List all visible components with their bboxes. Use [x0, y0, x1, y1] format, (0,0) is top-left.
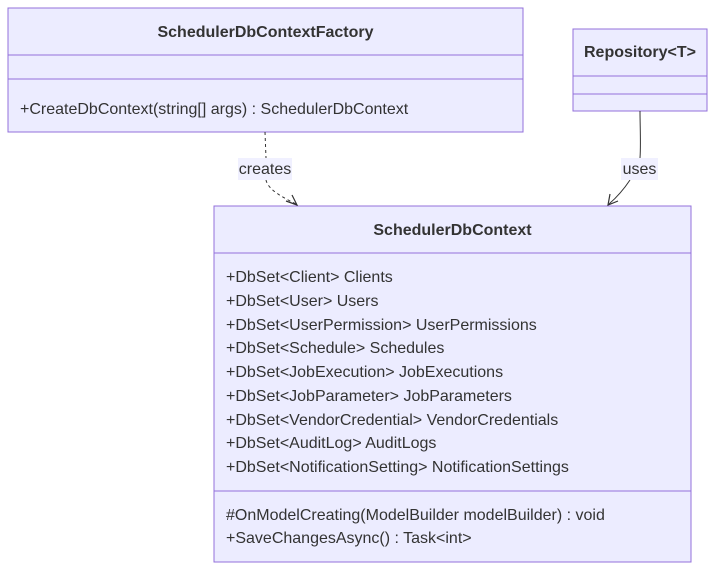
- relation-creates-line-lower: [265, 179, 297, 205]
- class-title: SchedulerDbContext: [373, 222, 532, 239]
- class-attribute: +DbSet<Client> Clients: [226, 269, 393, 286]
- class-attribute: +DbSet<Schedule> Schedules: [226, 340, 444, 357]
- class-method: #OnModelCreating(ModelBuilder modelBuild…: [226, 507, 605, 524]
- relation-uses-arrowhead: [607, 193, 619, 206]
- class-attribute: +DbSet<JobParameter> JobParameters: [226, 388, 512, 405]
- relation-uses-label-bg: [621, 158, 658, 180]
- relation-creates-arrowhead: [285, 194, 299, 207]
- class-box: [572, 28, 708, 112]
- relation-creates-label: creates: [239, 161, 291, 178]
- class-title: Repository<T>: [584, 44, 696, 61]
- class-schedulerdbcontext[interactable]: SchedulerDbContext +DbSet<Client> Client…: [213, 205, 692, 563]
- relation-uses: uses: [607, 110, 658, 206]
- relation-creates: creates: [238, 131, 299, 207]
- class-method: +CreateDbContext(string[] args) : Schedu…: [20, 101, 409, 118]
- relation-creates-line-upper: [264, 131, 267, 159]
- relation-uses-line-lower: [608, 179, 631, 205]
- class-attribute: +DbSet<User> Users: [226, 293, 379, 310]
- class-attribute: +DbSet<VendorCredential> VendorCredentia…: [226, 412, 558, 429]
- class-method: +SaveChangesAsync() : Task<int>: [226, 530, 472, 547]
- class-box: [7, 7, 524, 133]
- class-box: [213, 205, 692, 563]
- relation-uses-label: uses: [623, 161, 657, 178]
- class-attribute: +DbSet<UserPermission> UserPermissions: [226, 317, 537, 334]
- class-title: SchedulerDbContextFactory: [157, 24, 373, 41]
- class-attribute: +DbSet<NotificationSetting> Notification…: [226, 459, 569, 476]
- class-attribute: +DbSet<AuditLog> AuditLogs: [226, 435, 436, 452]
- class-schedulerdbcontextfactory[interactable]: SchedulerDbContextFactory +CreateDbConte…: [7, 7, 524, 133]
- class-repository[interactable]: Repository<T>: [572, 28, 708, 112]
- relation-creates-label-bg: [238, 158, 292, 180]
- class-attribute: +DbSet<JobExecution> JobExecutions: [226, 364, 503, 381]
